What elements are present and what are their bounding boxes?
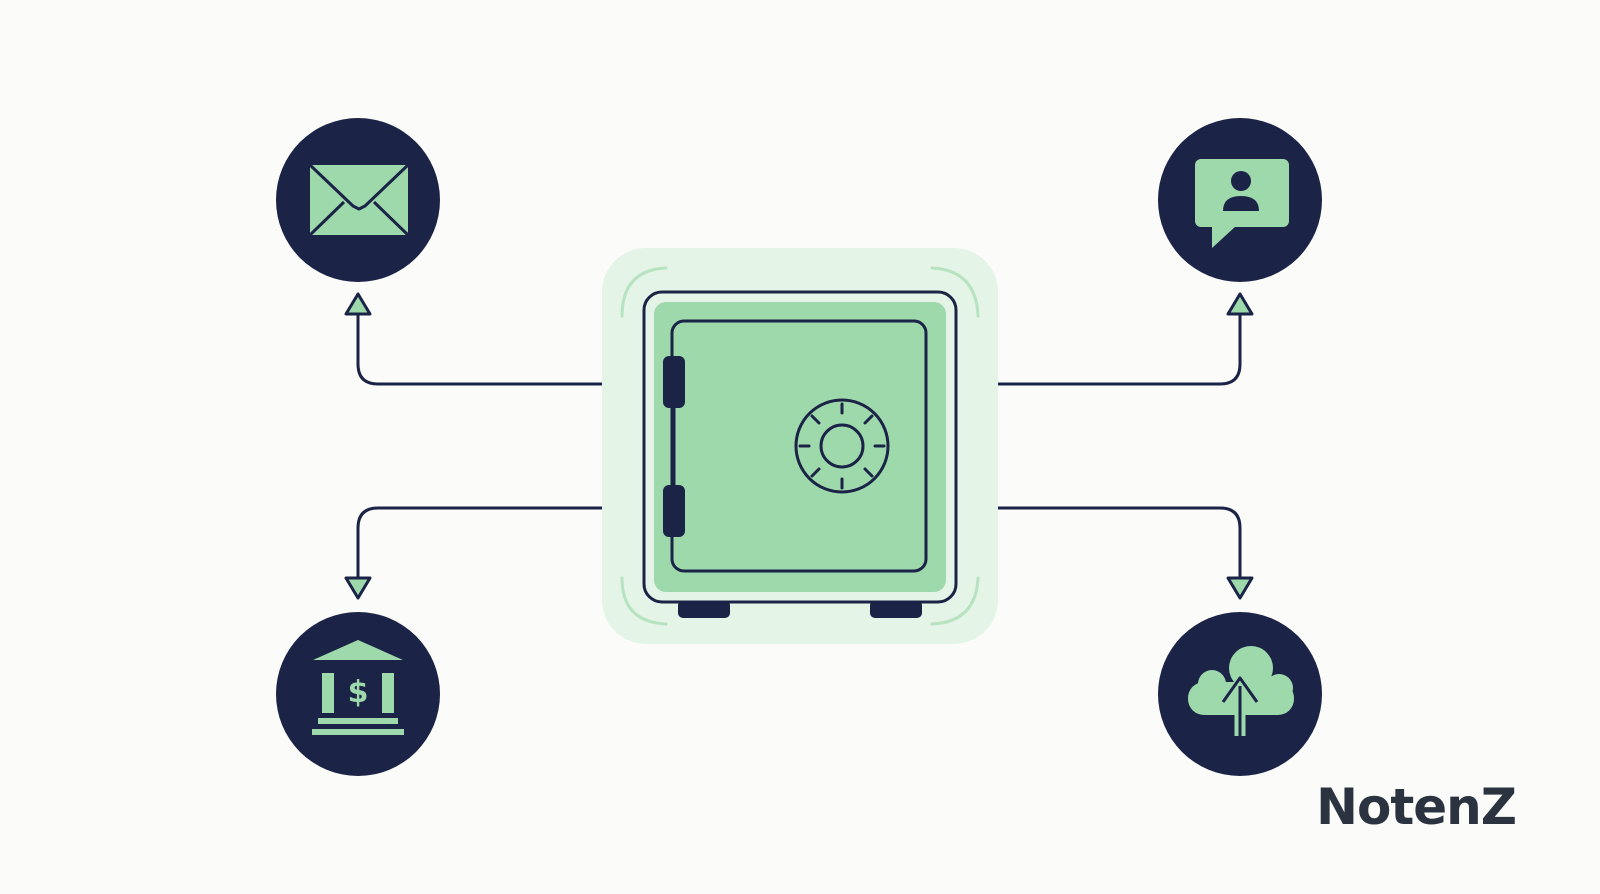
envelope-icon [308,163,410,237]
notenz-watermark: NotenZ [1316,778,1517,836]
bank-dollar-icon: $ [312,640,404,735]
user-chat-bubble-icon [1195,159,1289,248]
connector-email [356,312,624,386]
connector-bank [356,506,624,580]
bank-node: $ [276,612,440,776]
arrow-up-email [344,292,372,316]
connector-cloud [974,506,1242,580]
arrow-down-cloud [1226,576,1254,600]
connector-contact [974,312,1242,386]
email-node [276,118,440,282]
cloud-node [1158,612,1322,776]
safe-dial [794,398,890,494]
glow-corner-bl [620,576,668,626]
glow-corner-br [930,576,980,626]
glow-corner-tr [930,266,980,318]
safe-vault-icon [642,290,958,618]
glow-corner-tl [620,266,668,318]
arrow-up-contact [1226,292,1254,316]
contact-node [1158,118,1322,282]
svg-text:$: $ [348,675,369,710]
cloud-upload-icon [1188,646,1294,736]
arrow-down-bank [344,576,372,600]
